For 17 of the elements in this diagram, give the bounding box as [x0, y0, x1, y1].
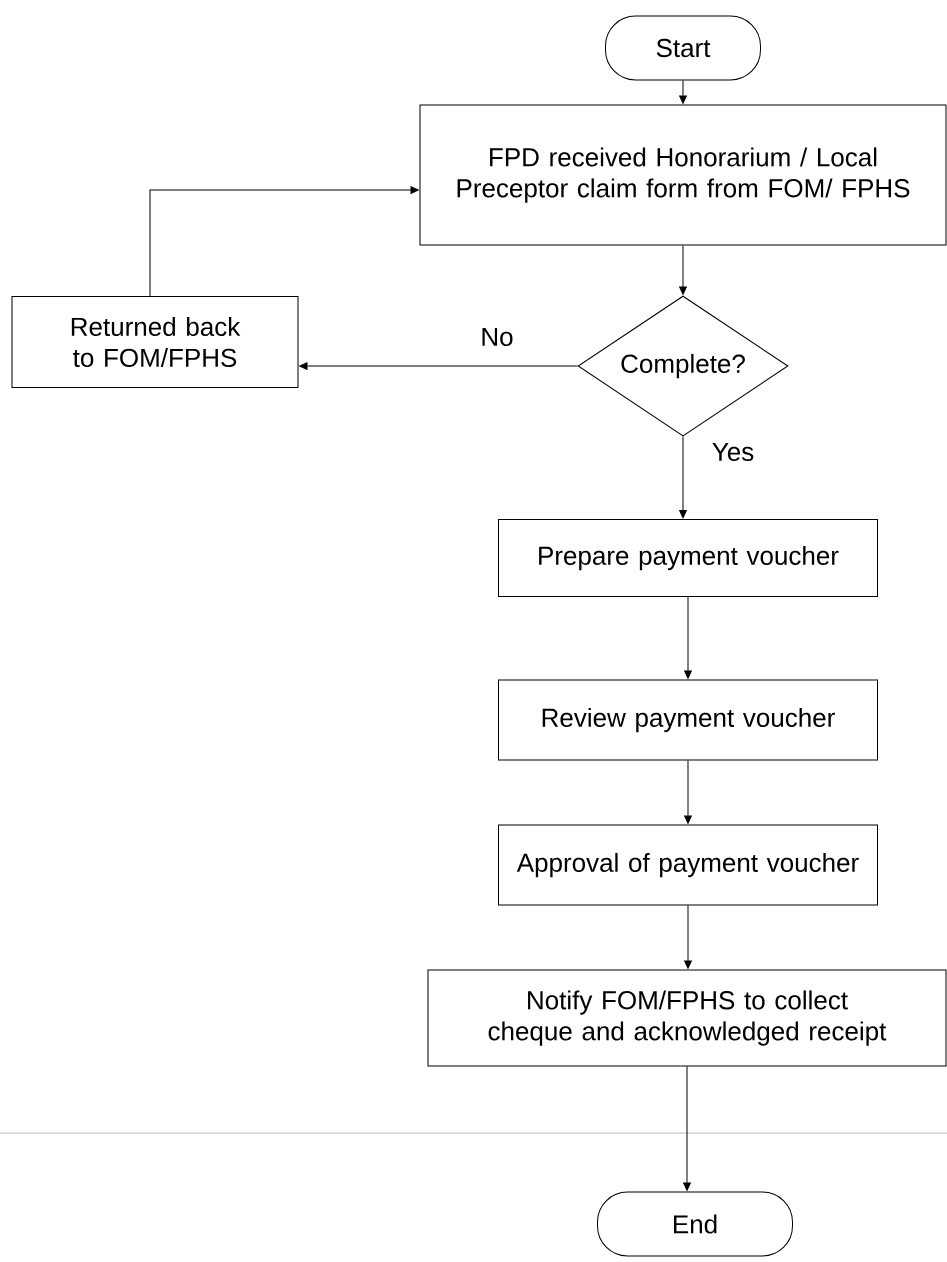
arrow [679, 245, 687, 295]
process-box: Notify FOM/FPHS to collect cheque and acknowledged receipt [427, 969, 947, 1067]
edge-label: Yes [709, 440, 757, 464]
arrow [679, 436, 687, 519]
arrow [679, 80, 687, 104]
arrow [684, 596, 692, 679]
process-box: Approval of payment voucher [498, 824, 878, 906]
arrow [149, 186, 419, 297]
edge-label: No [478, 325, 516, 349]
arrow [684, 760, 692, 824]
process-box: FPD received Honorarium / Local Preceptor claim form from FOM/ FPHS [419, 104, 947, 246]
arrow [299, 362, 578, 370]
arrow [684, 905, 692, 969]
process-box: Review payment voucher [498, 679, 878, 761]
process-box: Prepare payment voucher [498, 519, 878, 597]
arrow [683, 1066, 691, 1191]
process-box: Returned back to FOM/FPHS [11, 296, 299, 388]
